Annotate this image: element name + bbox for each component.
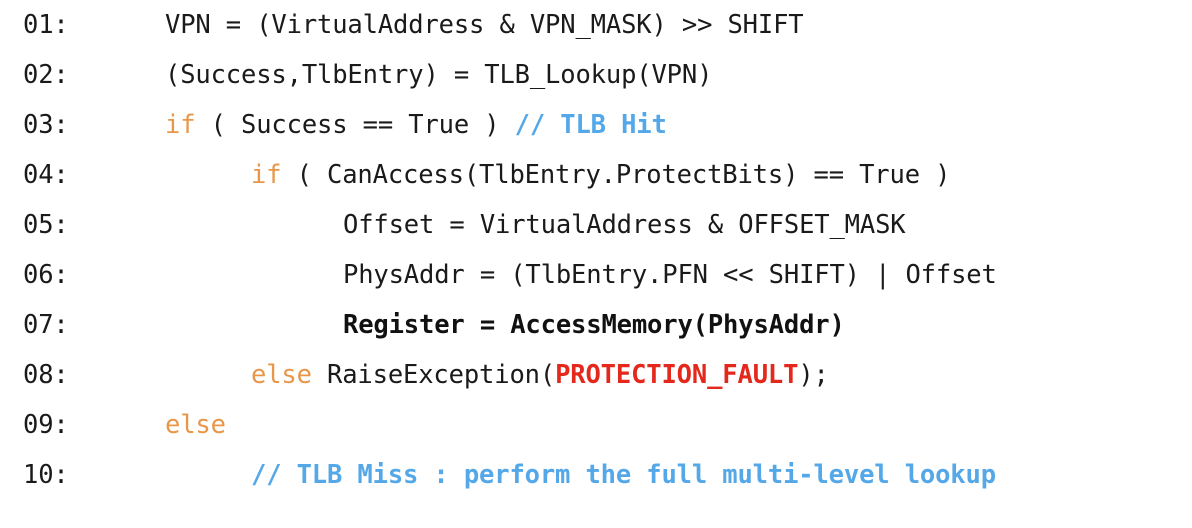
code-token: ( Success == True ) <box>195 110 515 140</box>
code-line: 10: // TLB Miss : perform the full multi-… <box>0 450 1192 500</box>
line-number: 02: <box>23 60 69 90</box>
code-token: Register = AccessMemory(PhysAddr) <box>343 310 845 340</box>
code-token: Offset = VirtualAddress & OFFSET_MASK <box>343 210 906 240</box>
line-code: VPN = (VirtualAddress & VPN_MASK) >> SHI… <box>165 0 804 50</box>
line-code: if ( Success == True ) // TLB Hit <box>165 100 667 150</box>
line-number: 05: <box>23 210 69 240</box>
line-number: 10: <box>23 460 69 490</box>
line-number: 04: <box>23 160 69 190</box>
code-token: if <box>165 110 196 140</box>
code-line: 05: Offset = VirtualAddress & OFFSET_MASK <box>0 200 1192 250</box>
line-code: // TLB Miss : perform the full multi-lev… <box>165 450 996 500</box>
code-line: 08: else RaiseException(PROTECTION_FAULT)… <box>0 350 1192 400</box>
line-number: 01: <box>23 10 69 40</box>
line-code: else <box>165 400 226 450</box>
code-line: 06: PhysAddr = (TlbEntry.PFN << SHIFT) | … <box>0 250 1192 300</box>
code-token: (Success,TlbEntry) = TLB_Lookup(VPN) <box>165 60 713 90</box>
line-number: 09: <box>23 410 69 440</box>
code-token: ( CanAccess(TlbEntry.ProtectBits) == Tru… <box>281 160 951 190</box>
code-line: 09: else <box>0 400 1192 450</box>
line-code: (Success,TlbEntry) = TLB_Lookup(VPN) <box>165 50 712 100</box>
line-number: 07: <box>23 310 69 340</box>
code-token: else <box>251 360 312 390</box>
code-token: else <box>165 410 226 440</box>
code-token: RaiseException( <box>311 360 556 390</box>
code-token: // TLB Hit <box>514 110 667 140</box>
code-line: 04: if ( CanAccess(TlbEntry.ProtectBits) … <box>0 150 1192 200</box>
code-token: ); <box>798 360 829 390</box>
code-line: 01: VPN = (VirtualAddress & VPN_MASK) >> … <box>0 0 1192 50</box>
line-number: 08: <box>23 360 69 390</box>
code-line: 02: (Success,TlbEntry) = TLB_Lookup(VPN) <box>0 50 1192 100</box>
line-code: else RaiseException(PROTECTION_FAULT); <box>165 350 829 400</box>
code-token: if <box>251 160 282 190</box>
code-token: VPN = (VirtualAddress & VPN_MASK) >> SHI… <box>165 10 804 40</box>
code-line: 07: Register = AccessMemory(PhysAddr) <box>0 300 1192 350</box>
line-code: PhysAddr = (TlbEntry.PFN << SHIFT) | Off… <box>165 250 997 300</box>
line-code: if ( CanAccess(TlbEntry.ProtectBits) == … <box>165 150 950 200</box>
code-line: 03: if ( Success == True ) // TLB Hit <box>0 100 1192 150</box>
line-code: Register = AccessMemory(PhysAddr) <box>165 300 845 350</box>
line-code: Offset = VirtualAddress & OFFSET_MASK <box>165 200 906 250</box>
line-number: 03: <box>23 110 69 140</box>
code-token: // TLB Miss : perform the full multi-lev… <box>251 460 996 490</box>
code-token: PhysAddr = (TlbEntry.PFN << SHIFT) | Off… <box>343 260 997 290</box>
code-token: PROTECTION_FAULT <box>555 360 799 390</box>
line-number: 06: <box>23 260 69 290</box>
